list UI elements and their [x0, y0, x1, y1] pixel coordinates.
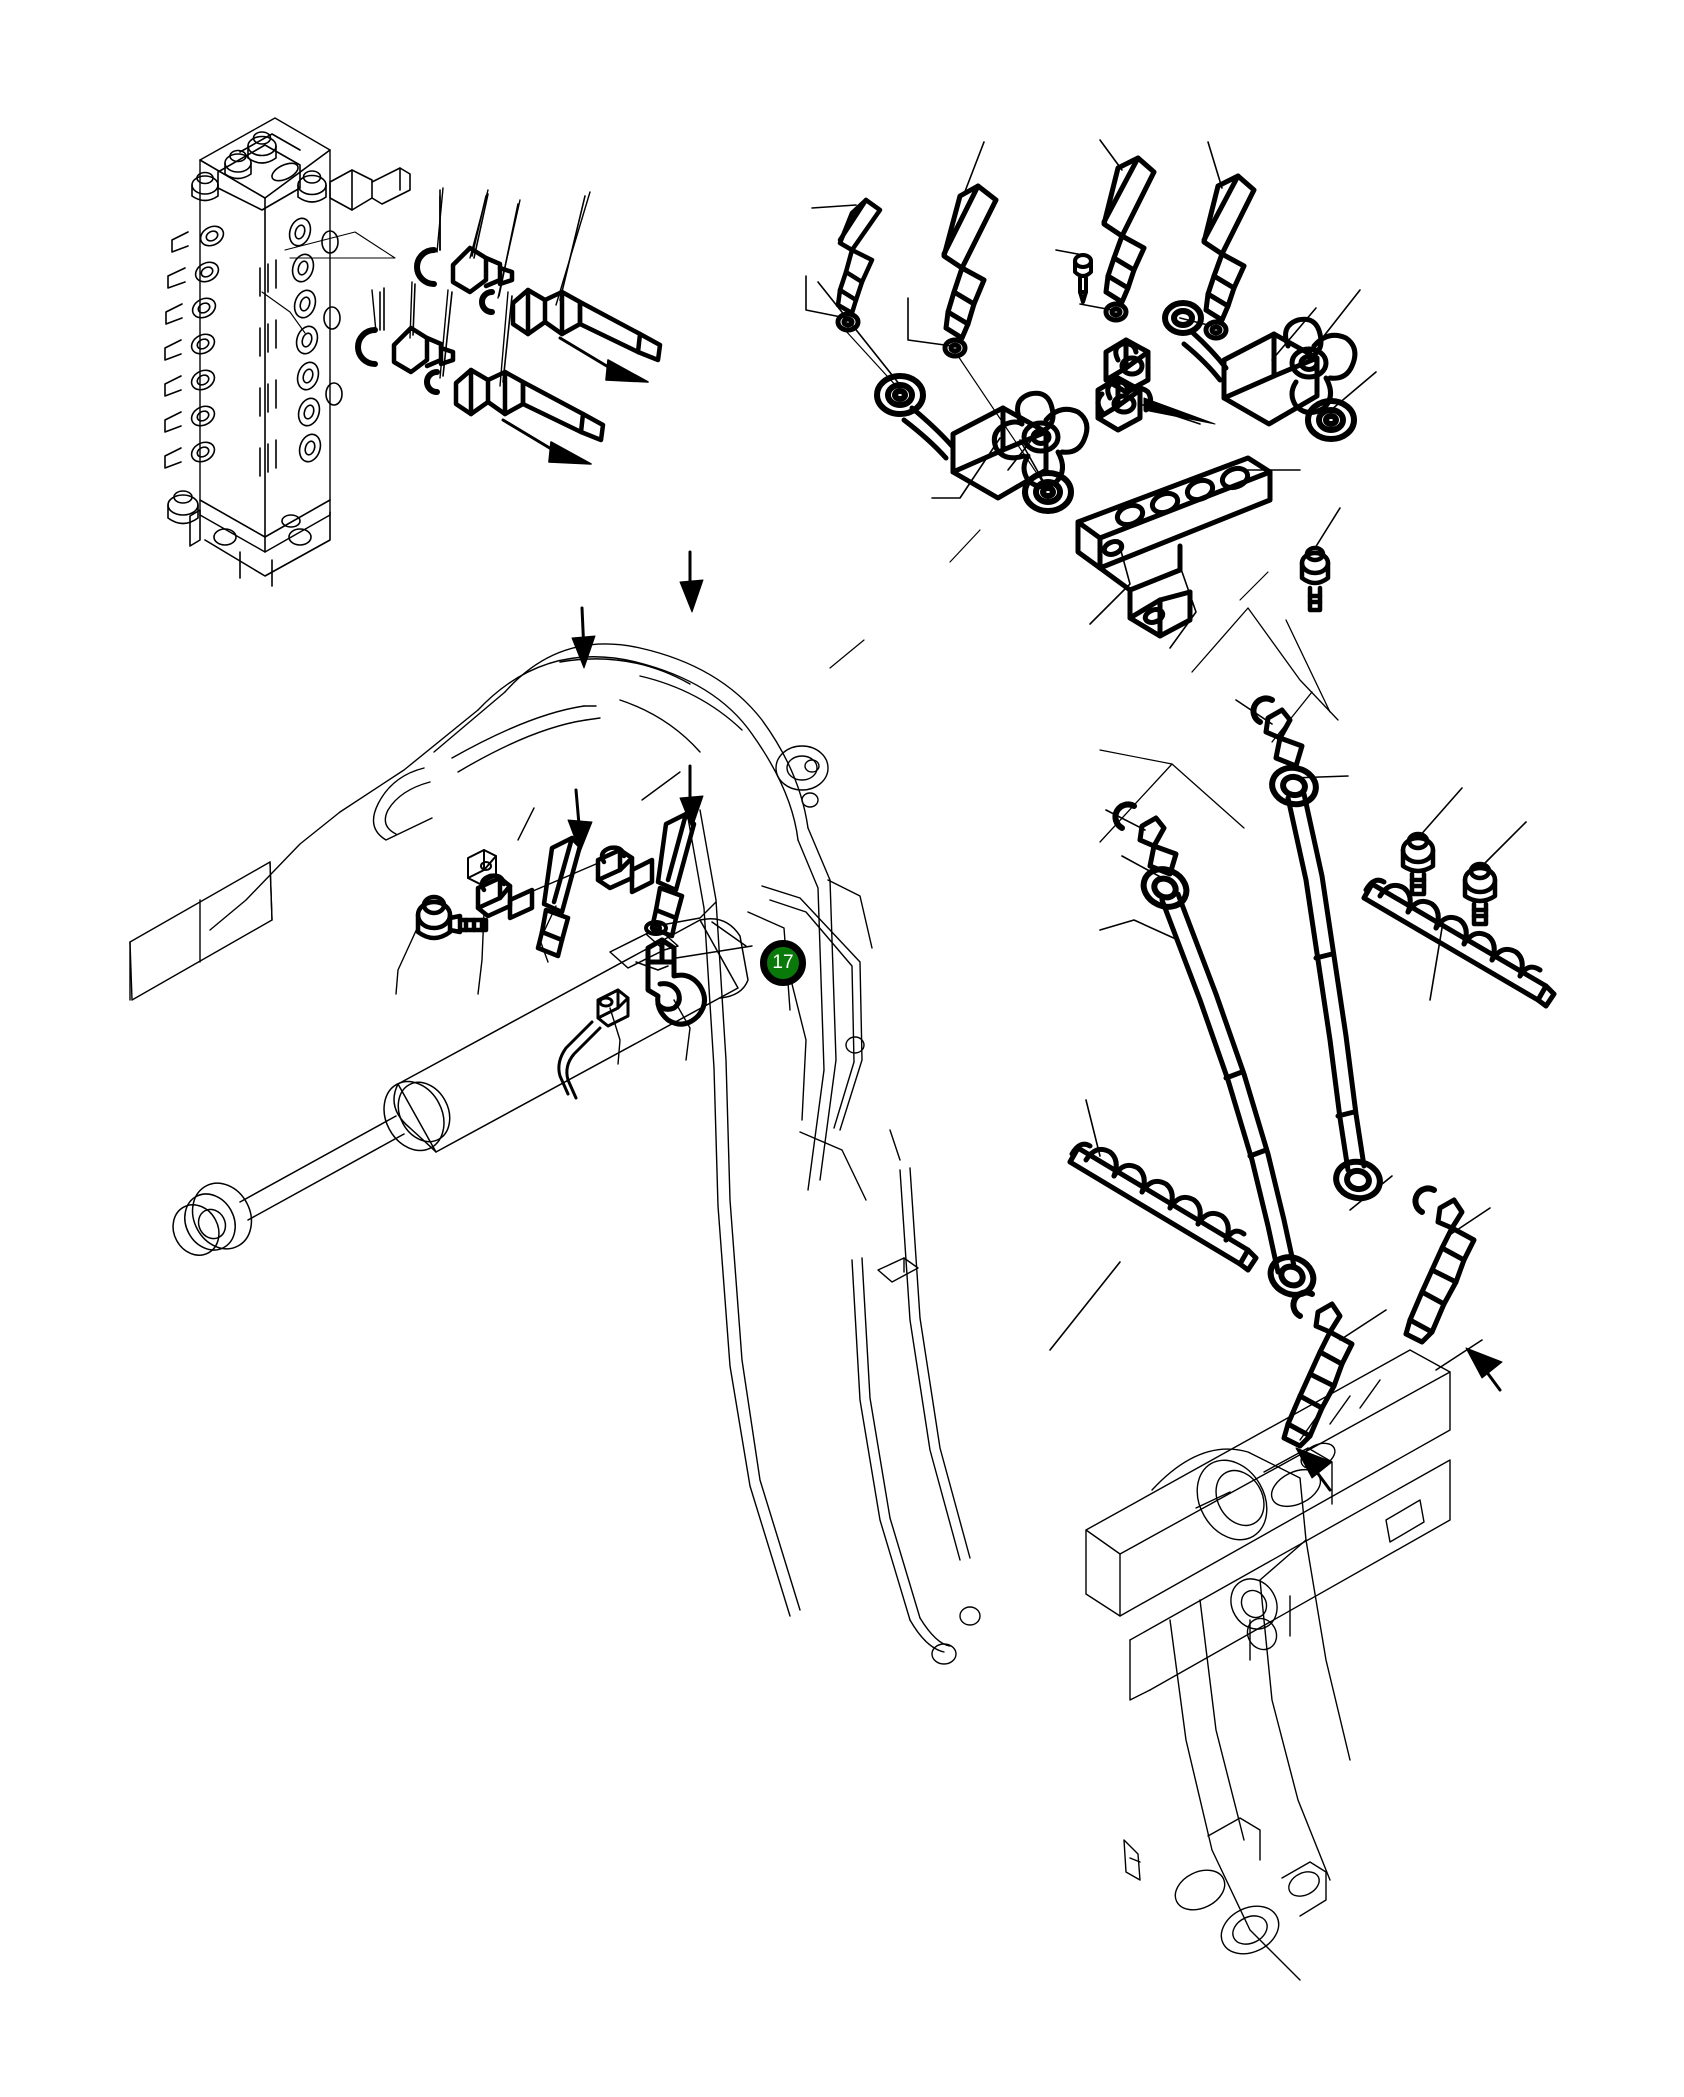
valve-leader-lines	[261, 231, 396, 334]
hose-connector-lower-right	[1403, 1197, 1477, 1345]
hose-arm-left	[901, 405, 955, 461]
fitting-row-upper	[414, 245, 663, 383]
fitting-row-lower	[355, 325, 606, 465]
snap-ring-small	[479, 289, 495, 315]
assembly-arrow-hose-right	[1465, 1347, 1503, 1392]
hose-snap-ring-left	[1290, 1289, 1315, 1319]
upper-hose-leader-lines	[805, 139, 1377, 499]
hose-fitting-a	[835, 197, 883, 316]
clamp-strip-right	[1361, 877, 1557, 1009]
hose-snap-ring-top-left	[1112, 801, 1137, 831]
snap-ring-lower	[355, 327, 378, 367]
valve-right-ports	[288, 217, 322, 463]
boom-leader-lines	[395, 771, 753, 1065]
frame-member	[129, 861, 1451, 1701]
hose-fitting-c	[1101, 155, 1157, 305]
upper-hose-assembly	[835, 155, 1358, 514]
assembly-arrow-lower	[501, 418, 592, 465]
hose-eyelet-b	[942, 337, 968, 359]
hose-eyelet-lower-right	[1333, 1158, 1383, 1202]
hose-eyelet-d	[1203, 319, 1229, 341]
port-fitting	[450, 245, 515, 295]
hose-snap-ring-right	[1412, 1185, 1437, 1215]
clamp-bolt-a	[1400, 831, 1436, 897]
hose-fitting-b	[941, 183, 999, 341]
hose-top-connector-right	[1263, 707, 1305, 769]
assembly-arrow-hose-left	[1295, 1447, 1333, 1492]
hose-retainer-clip-b	[595, 845, 655, 895]
banjo-eyelet	[1022, 470, 1074, 514]
hose-end-fitting	[510, 287, 663, 363]
hose-grommet-right-upper	[1162, 300, 1204, 336]
boom-assembly-arrows	[567, 550, 704, 853]
elbow-fitting	[645, 937, 707, 1027]
tube-line-clamp	[557, 988, 630, 1100]
hose-fitting-d	[1201, 173, 1257, 323]
hose-connector-lower-left	[1281, 1301, 1355, 1449]
valve-top-bolt-3	[247, 131, 277, 164]
flange-bolt-upper	[1299, 545, 1331, 613]
hydraulic-hose-right	[1285, 791, 1367, 1173]
bracket-leader-lines	[1089, 469, 1341, 649]
valve-bottom-nut	[167, 490, 199, 525]
hose-eyelet-lower-left	[1267, 1254, 1317, 1298]
clamp-strip-lower-leaders	[1049, 1099, 1121, 1351]
hose-clamp-body-right	[1283, 316, 1358, 415]
valve-left-ports	[190, 225, 225, 463]
boom-foot-mount	[1123, 1442, 1351, 1981]
junction-block-right	[1221, 331, 1320, 427]
assembly-arrow-upper	[558, 336, 649, 383]
cylinder-rod-eye	[172, 1182, 253, 1256]
hose-clamp-pair	[1095, 337, 1154, 433]
long-hose-leader-lines	[1099, 699, 1491, 1371]
clamp-strip-right-leaders	[1417, 787, 1527, 1001]
hex-bolt-boom	[415, 894, 489, 941]
control-valve-block	[164, 117, 411, 587]
hose-retainer-clip-a	[475, 873, 535, 921]
valve-top-bolt-1	[191, 171, 219, 202]
clamp-strip-lower	[1067, 1141, 1259, 1273]
boom-hydraulic-tubes	[372, 705, 981, 1665]
valve-top-bolt-4	[297, 170, 327, 203]
clip-spacer-a	[467, 849, 497, 885]
snap-ring	[414, 247, 437, 287]
long-hose-group	[1112, 695, 1503, 1492]
boom-fitting-group	[415, 550, 707, 1100]
callout-marker-17[interactable]: 17	[760, 940, 806, 986]
hose-eyelet-c	[1103, 301, 1129, 323]
reference-lines	[829, 529, 1269, 765]
hose-top-connector-left	[1137, 815, 1179, 877]
hose-end-fitting-lower	[453, 367, 606, 443]
hose-arm-right	[1181, 329, 1229, 383]
boom-structure	[209, 643, 873, 1617]
fitting-leader-lines-2	[371, 187, 591, 387]
snap-ring-small-lower	[424, 369, 440, 395]
hydraulic-hose-left	[1159, 891, 1297, 1275]
hose-snap-ring-top-right	[1250, 695, 1275, 725]
valve-top-bolt-2	[224, 149, 252, 180]
mounting-bracket-plate	[1075, 455, 1273, 639]
